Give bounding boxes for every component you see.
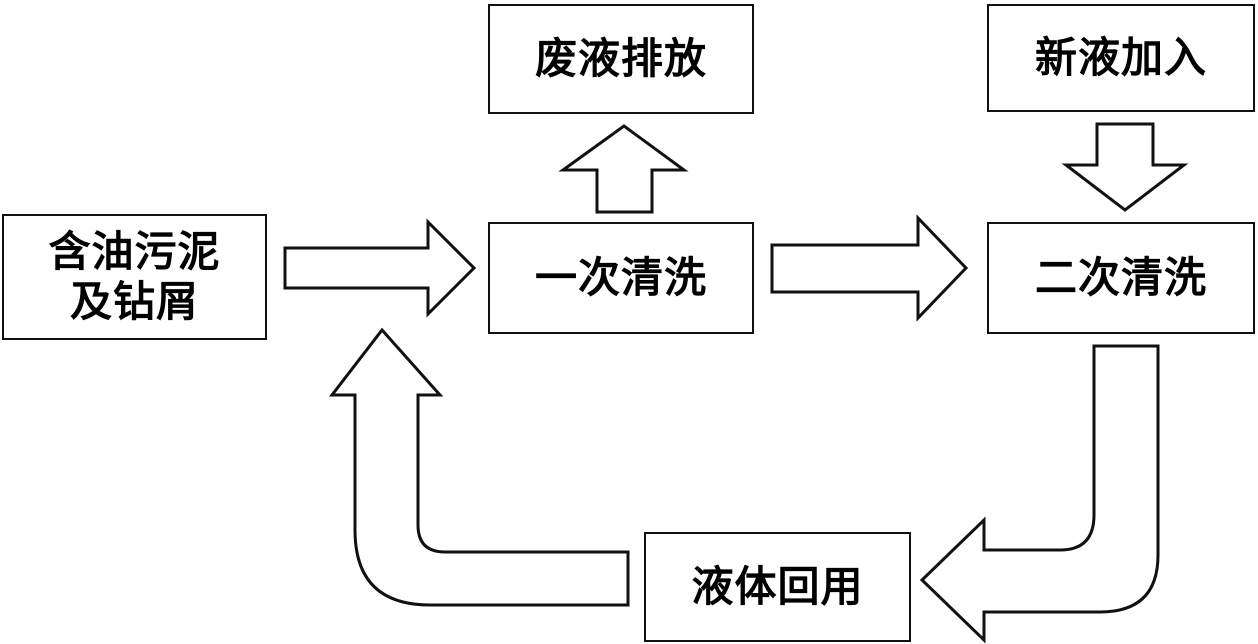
node-second-wash-label: 二次清洗: [1034, 252, 1207, 302]
node-second-wash: 二次清洗: [987, 222, 1255, 334]
arrow-fresh-to-second-wash: [1061, 122, 1189, 212]
node-fresh-liquid: 新液加入: [987, 4, 1255, 112]
arrow-second-wash-to-reuse: [919, 344, 1160, 644]
node-source: 含油污泥 及钻屑: [2, 214, 267, 340]
arrow-reuse-to-first-wash: [328, 327, 630, 607]
node-source-label: 含油污泥 及钻屑: [48, 226, 221, 326]
arrow-first-to-second-wash: [770, 214, 969, 322]
node-waste-discharge: 废液排放: [488, 4, 754, 114]
arrow-first-wash-to-waste: [558, 124, 689, 214]
node-first-wash: 一次清洗: [488, 222, 754, 334]
node-first-wash-label: 一次清洗: [534, 252, 707, 302]
node-liquid-reuse: 液体回用: [644, 532, 911, 642]
node-waste-discharge-label: 废液排放: [534, 33, 707, 83]
node-fresh-liquid-label: 新液加入: [1034, 32, 1207, 82]
node-liquid-reuse-label: 液体回用: [691, 561, 864, 611]
arrow-source-to-first-wash: [283, 218, 477, 318]
